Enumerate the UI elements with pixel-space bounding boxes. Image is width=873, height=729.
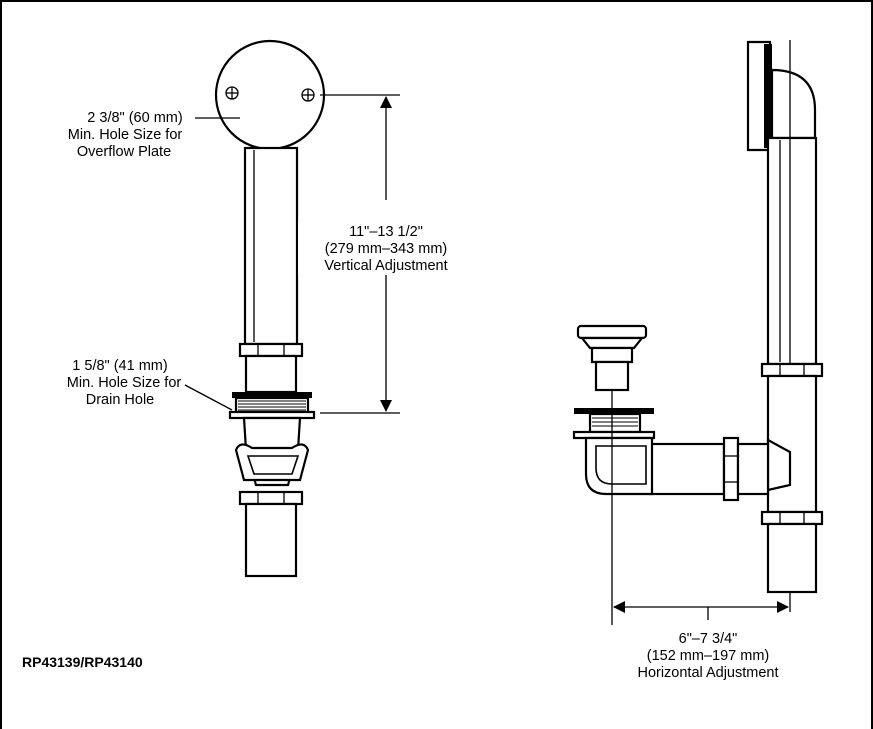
drain-flange <box>232 392 312 398</box>
horizontal-adjustment-label: 6"–7 3/4" (152 mm–197 mm) Horizontal Adj… <box>637 631 778 681</box>
drain-label-line-1: 1 5/8" (41 mm) <box>72 358 167 374</box>
overflow-label-line-2: Min. Hole Size for <box>68 127 183 143</box>
overflow-riser <box>766 136 818 366</box>
overflow-hole-label: 2 3/8" (60 mm) Min. Hole Size for Overfl… <box>68 110 183 160</box>
side-tailpiece <box>766 522 818 594</box>
tailpiece <box>244 502 298 578</box>
vertical-label-line-2: (279 mm–343 mm) <box>325 241 447 257</box>
horizontal-nut <box>722 436 740 502</box>
screw-left-icon <box>225 86 239 100</box>
screw-right-icon <box>301 88 315 102</box>
drain-leader-line <box>184 384 233 411</box>
side-drain-flange <box>574 408 654 414</box>
horizontal-label-line-2: (152 mm–197 mm) <box>647 648 769 664</box>
drain-label-line-2: Min. Hole Size for <box>67 375 182 391</box>
drain-label-line-3: Drain Hole <box>86 392 155 408</box>
upper-slip-nut <box>238 342 304 358</box>
vertical-label-line-1: 11"–13 1/2" <box>349 224 423 240</box>
front-view <box>184 39 400 578</box>
side-view <box>572 40 824 625</box>
overflow-pipe <box>243 146 299 346</box>
horizontal-pipe <box>648 442 726 496</box>
overflow-label-line-3: Overflow Plate <box>77 144 171 160</box>
drain-stopper-cap <box>576 324 648 340</box>
drain-hole-label: 1 5/8" (41 mm) Min. Hole Size for Drain … <box>67 358 182 408</box>
overflow-label-line-1: 2 3/8" (60 mm) <box>87 110 182 126</box>
vertical-adjustment-label: 11"–13 1/2" (279 mm–343 mm) Vertical Adj… <box>298 222 474 274</box>
model-number: RP43139/RP43140 <box>22 654 143 670</box>
riser-nut <box>760 362 824 378</box>
vertical-label-line-3: Vertical Adjustment <box>324 258 447 274</box>
horizontal-label-line-3: Horizontal Adjustment <box>637 665 778 681</box>
lower-slip-nut <box>238 490 304 506</box>
horizontal-label-line-1: 6"–7 3/4" <box>679 631 738 647</box>
